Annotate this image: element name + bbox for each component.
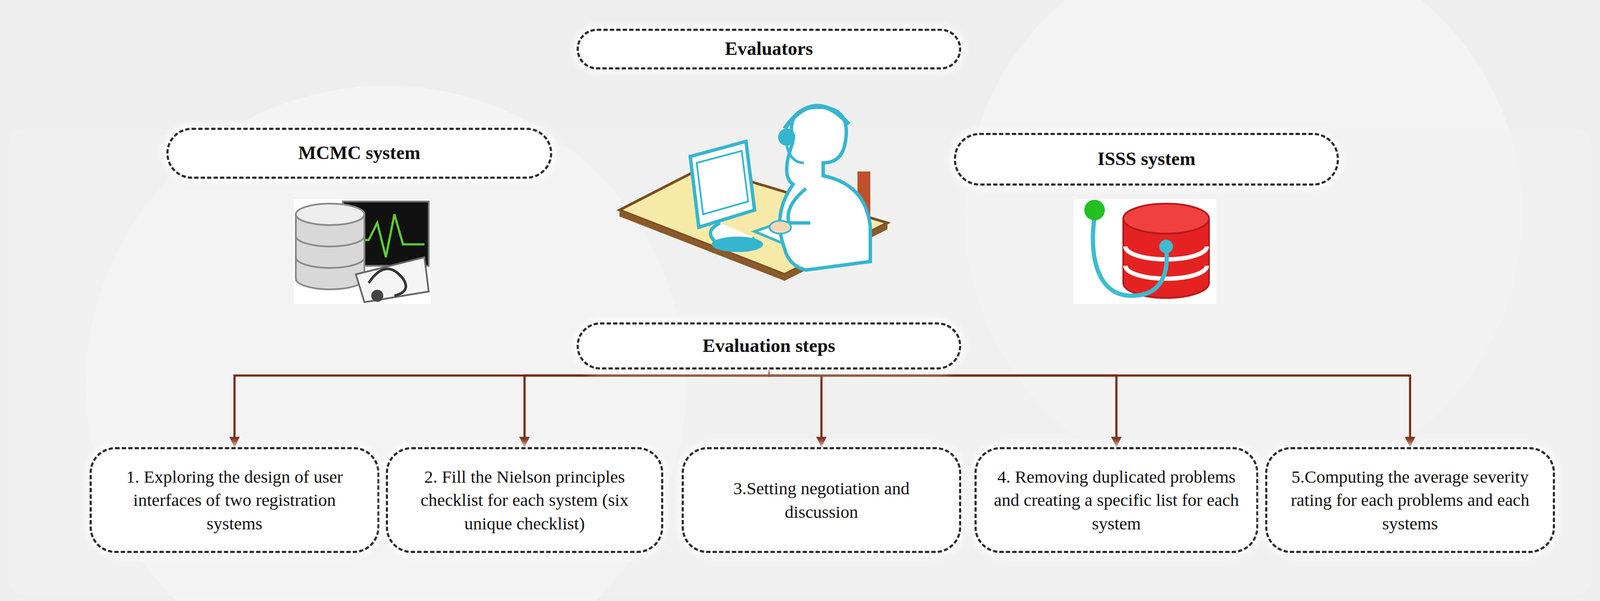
step-box: 2. Fill the Nielson principles checklist… <box>385 447 664 554</box>
tree-connector <box>769 369 1411 447</box>
box-text: 1. Exploring the design of user interfac… <box>104 465 365 536</box>
box-text: 3.Setting negotiation and discussion <box>696 476 947 524</box>
box-text: 2. Fill the Nielson principles checklist… <box>400 465 649 536</box>
step-box: 1. Exploring the design of user interfac… <box>89 447 380 554</box>
box-text: 4. Removing duplicated problems and crea… <box>989 465 1244 536</box>
box-text: ISSS system <box>1097 147 1196 171</box>
box-text: Evaluation steps <box>702 334 836 358</box>
system-box: MCMC system <box>166 127 553 179</box>
box-text: 5.Computing the average severity rating … <box>1280 465 1540 536</box>
title-box: Evaluators <box>576 28 962 70</box>
step-box: 4. Removing duplicated problems and crea… <box>974 447 1259 554</box>
step-box: 5.Computing the average severity rating … <box>1265 447 1555 554</box>
system-box: ISSS system <box>953 132 1339 186</box>
step-box: 3.Setting negotiation and discussion <box>681 447 962 554</box>
tree-connector <box>769 369 822 447</box>
tree-connector <box>524 369 770 447</box>
section-box: Evaluation steps <box>576 322 962 370</box>
tree-connector <box>769 369 1117 447</box>
box-text: Evaluators <box>724 37 813 61</box>
tree-connector <box>234 369 770 447</box>
box-text: MCMC system <box>298 141 421 165</box>
